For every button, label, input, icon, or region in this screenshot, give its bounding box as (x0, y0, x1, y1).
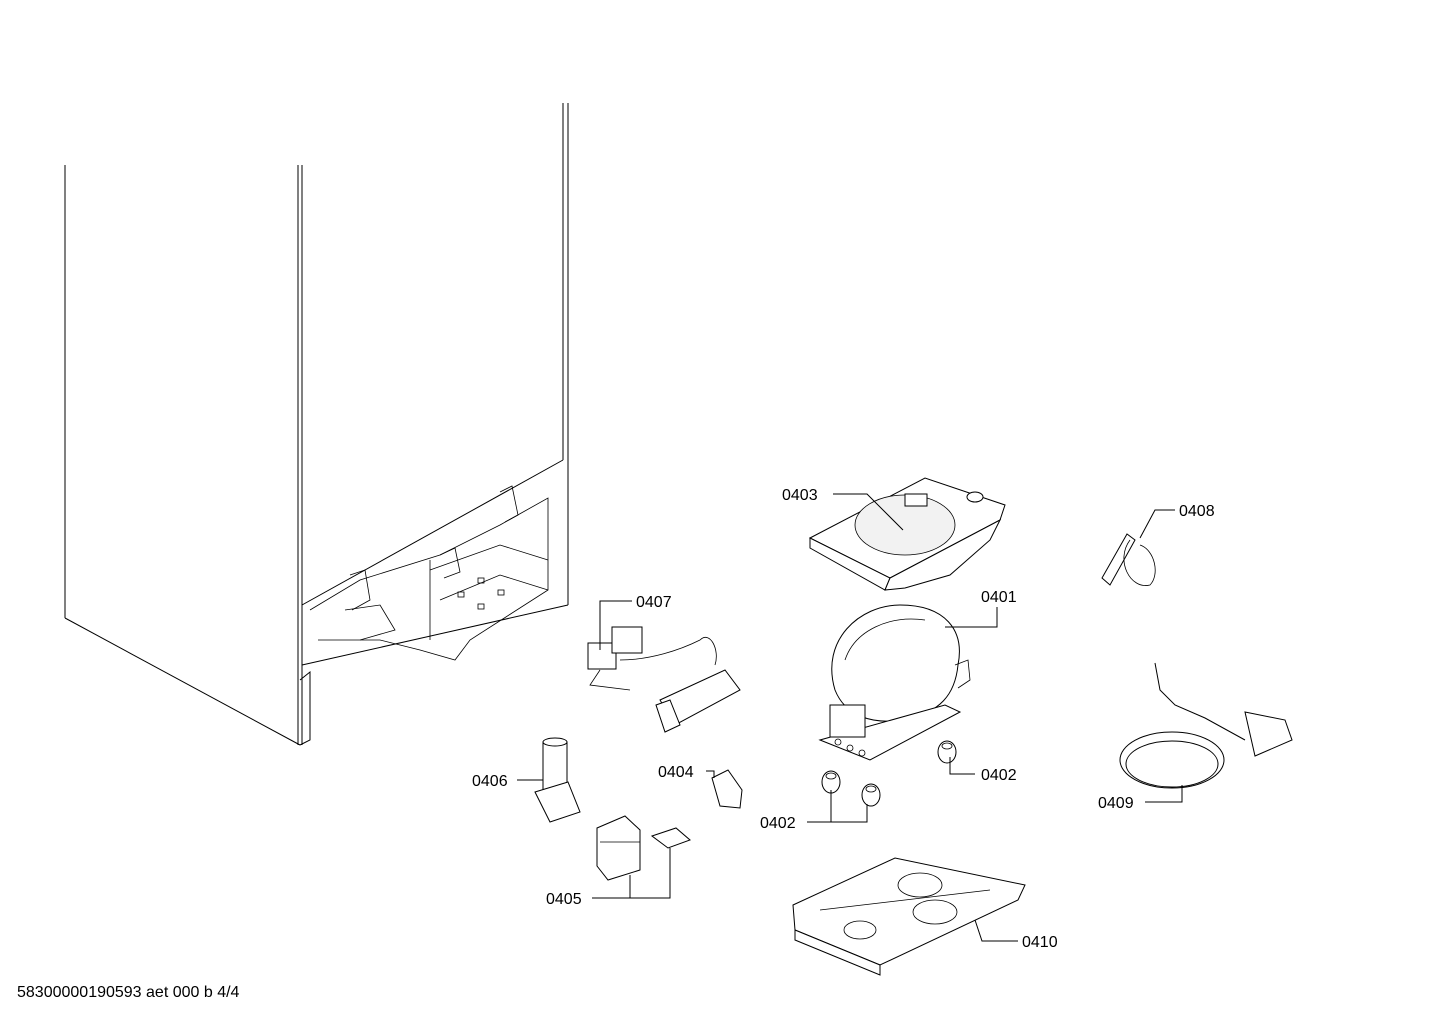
callout-labels: 0403 0408 0401 0407 0402 0404 0406 0409 … (472, 487, 1215, 951)
callout-0406: 0406 (472, 773, 508, 790)
appliance-cabinet (64, 103, 569, 746)
callout-0407: 0407 (636, 594, 672, 611)
callout-0409: 0409 (1098, 795, 1134, 812)
part-0408-temperature-sensor (1101, 533, 1156, 586)
document-code: 58300000190593 aet 000 b 4/4 (17, 984, 240, 1001)
part-0401-compressor (818, 604, 971, 761)
callout-0408: 0408 (1179, 503, 1215, 520)
callout-0410: 0410 (1022, 934, 1058, 951)
part-0404-clip (711, 769, 743, 809)
callout-0401: 0401 (981, 589, 1017, 606)
part-0403-drip-tray (808, 477, 1006, 591)
callout-0404: 0404 (658, 764, 694, 781)
callout-0403: 0403 (782, 487, 818, 504)
callout-0405: 0405 (546, 891, 582, 908)
part-0407-relay-assembly (587, 626, 741, 733)
part-0402-grommets (821, 740, 957, 807)
callout-0402-left: 0402 (760, 815, 796, 832)
callout-0402-right: 0402 (981, 767, 1017, 784)
leader-lines (517, 493, 1183, 942)
part-0405-terminal-cover (596, 815, 691, 881)
part-0409-power-cord (1119, 662, 1293, 789)
part-0410-base-plate (792, 857, 1026, 976)
part-0406-capacitor (534, 737, 581, 823)
